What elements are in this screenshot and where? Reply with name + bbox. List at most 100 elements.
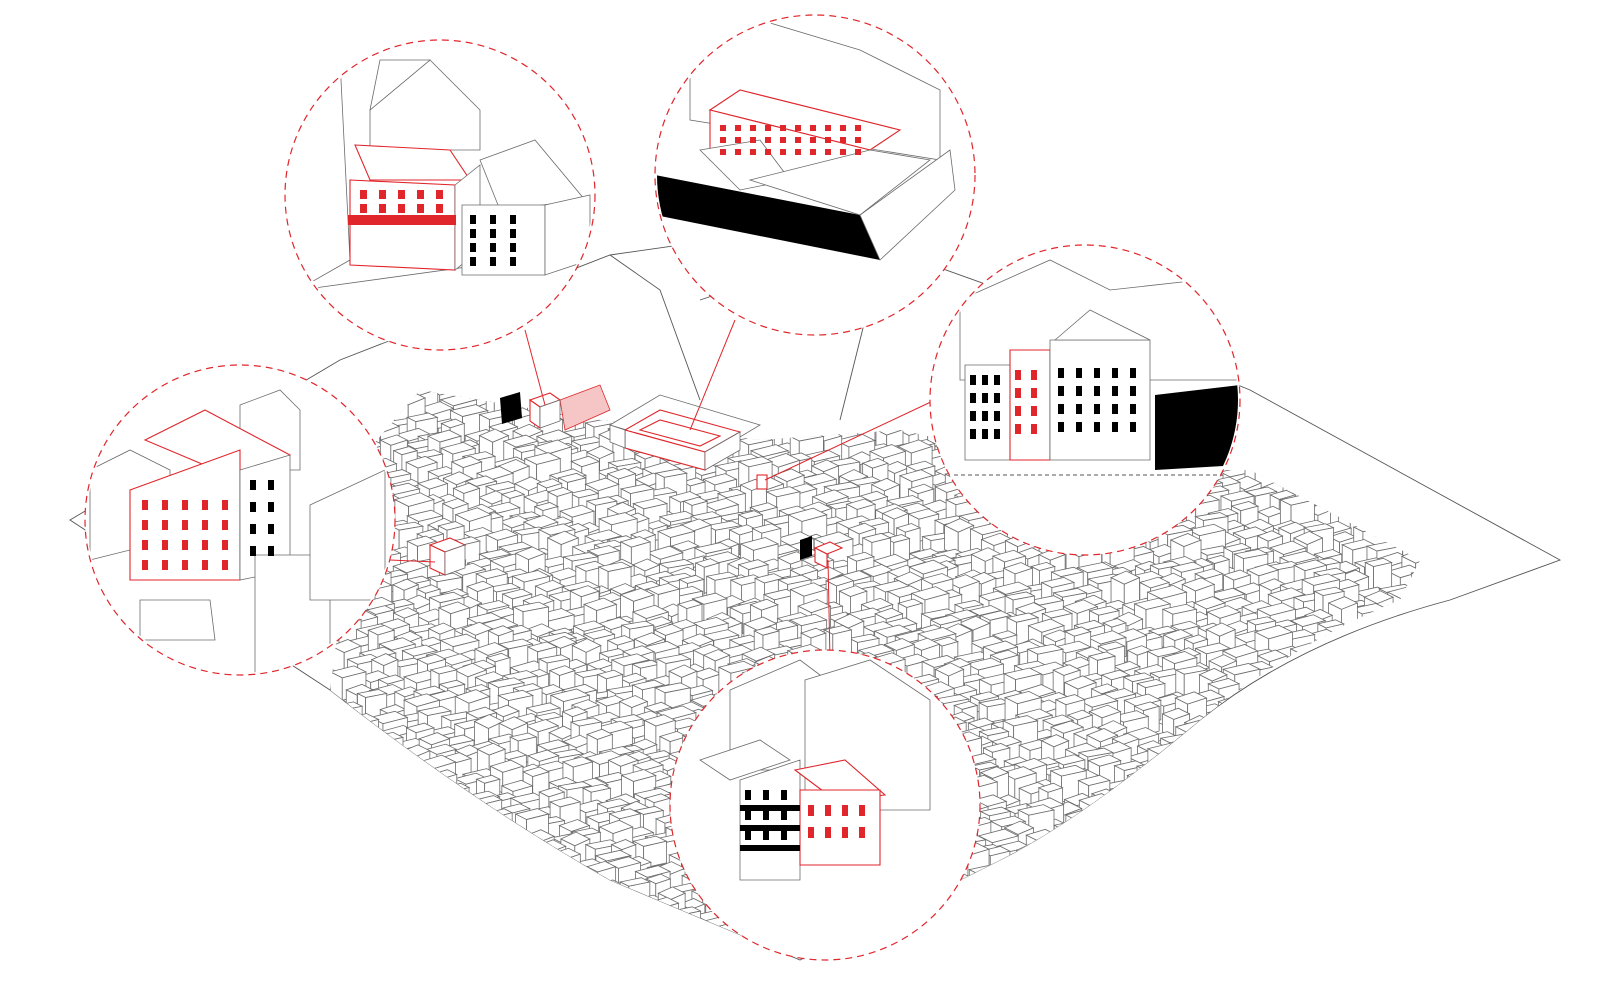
city-block <box>1304 684 1332 712</box>
city-block <box>1233 422 1272 455</box>
window <box>1031 406 1037 416</box>
city-block <box>1282 764 1313 792</box>
city-block <box>1244 718 1282 753</box>
city-block <box>1293 851 1330 884</box>
city-block <box>1476 469 1510 502</box>
city-block <box>1475 441 1509 479</box>
city-block <box>1245 799 1280 828</box>
city-block <box>740 360 769 387</box>
city-block <box>1254 912 1283 948</box>
city-block <box>1145 857 1182 885</box>
city-block <box>1278 679 1315 713</box>
city-block <box>1290 806 1321 829</box>
city-block <box>1244 361 1273 388</box>
window <box>398 204 405 213</box>
city-block <box>1016 895 1055 921</box>
city-block <box>1476 896 1503 919</box>
city-block <box>454 803 485 833</box>
city-block <box>1339 799 1378 830</box>
city-block <box>1471 655 1502 688</box>
city-block <box>1399 921 1420 946</box>
city-block <box>330 863 357 883</box>
city-block <box>1451 908 1487 946</box>
city-block <box>1221 844 1259 883</box>
city-block <box>1325 761 1362 792</box>
window <box>490 229 496 238</box>
city-block <box>1301 913 1334 948</box>
city-block <box>1268 746 1304 778</box>
city-block <box>562 897 591 923</box>
city-block <box>1293 899 1325 933</box>
city-block <box>967 895 1005 920</box>
city-block <box>1339 404 1368 439</box>
city-block <box>1422 633 1456 660</box>
window <box>1076 404 1082 414</box>
city-block <box>1204 781 1242 816</box>
window <box>780 125 786 131</box>
city-block <box>442 867 473 892</box>
city-block <box>377 856 410 884</box>
city-block <box>524 906 554 933</box>
city-block <box>343 788 375 817</box>
city-block <box>453 895 484 933</box>
city-block <box>1451 378 1475 401</box>
city-block <box>1109 886 1146 921</box>
city-block <box>1253 397 1290 428</box>
city-block <box>1472 404 1497 424</box>
city-block <box>1123 819 1161 860</box>
city-block <box>367 790 405 819</box>
window <box>182 500 188 510</box>
city-block <box>1401 679 1420 714</box>
city-block <box>1464 778 1497 803</box>
window <box>763 830 769 840</box>
city-block <box>1473 792 1497 814</box>
window <box>142 500 148 510</box>
city-block <box>1428 897 1456 920</box>
city-block <box>1242 897 1274 935</box>
window <box>250 502 256 512</box>
city-block <box>534 839 567 870</box>
city-block <box>1329 728 1365 763</box>
window <box>162 500 168 510</box>
city-block <box>1461 520 1490 543</box>
city-block <box>1386 584 1420 626</box>
window <box>1015 406 1021 416</box>
city-block <box>859 390 888 415</box>
city-block <box>1254 840 1286 872</box>
city-block <box>525 844 554 882</box>
city-block <box>609 390 644 403</box>
city-block <box>1318 641 1357 676</box>
city-block <box>1398 836 1420 870</box>
city-block <box>1209 888 1243 921</box>
city-block <box>585 860 617 896</box>
window <box>222 500 228 510</box>
window <box>490 243 496 252</box>
city-block <box>1064 809 1095 845</box>
city-block <box>716 390 745 415</box>
city-block <box>1280 658 1317 688</box>
city-block <box>354 902 380 932</box>
city-block <box>718 390 748 391</box>
city-block <box>1425 446 1452 478</box>
city-block <box>1362 366 1397 387</box>
city-block <box>1459 745 1494 779</box>
window <box>379 204 386 213</box>
city-block <box>1373 898 1407 922</box>
city-block <box>1353 839 1388 872</box>
city-block <box>707 390 734 399</box>
city-block <box>404 831 441 858</box>
city-block <box>1463 832 1496 853</box>
city-block <box>1302 816 1341 843</box>
city-block <box>1338 902 1366 934</box>
city-block <box>1270 717 1302 755</box>
city-block <box>1362 406 1391 442</box>
city-block <box>418 784 450 816</box>
city-block <box>1471 819 1495 844</box>
city-block <box>1449 391 1479 426</box>
city-block <box>1253 705 1282 741</box>
city-block <box>1462 887 1493 909</box>
window <box>745 830 751 840</box>
city-block <box>1317 722 1351 753</box>
city-block <box>1438 697 1466 728</box>
window <box>436 204 443 213</box>
